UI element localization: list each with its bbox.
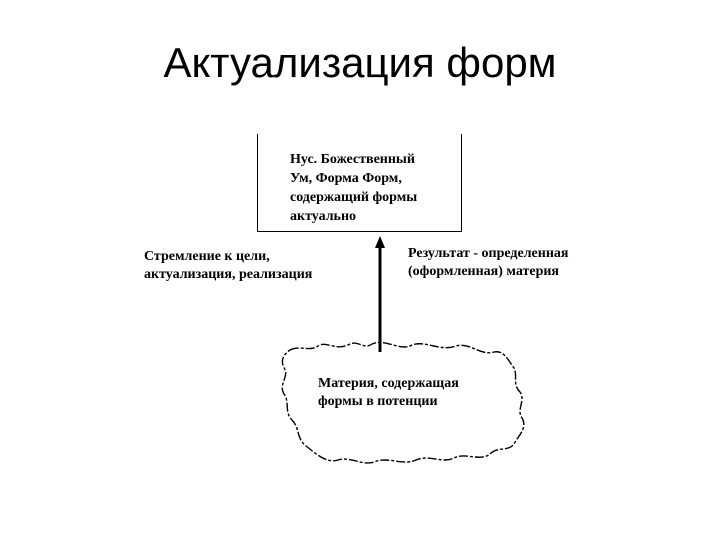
slide-title: Актуализация форм (163, 39, 557, 86)
striving-label: Стремление к цели, актуализация, реализа… (144, 249, 313, 282)
nous-box (257, 134, 462, 232)
matter-cloud-label: Материя, содержащая формы в потенции (318, 376, 459, 409)
nous-box-label: Нус. Божественный Ум, Форма Форм, содерж… (290, 152, 418, 224)
result-label: Результат - определенная (оформленная) м… (408, 246, 569, 279)
upward-arrow-head (375, 236, 385, 248)
matter-cloud (281, 341, 525, 464)
